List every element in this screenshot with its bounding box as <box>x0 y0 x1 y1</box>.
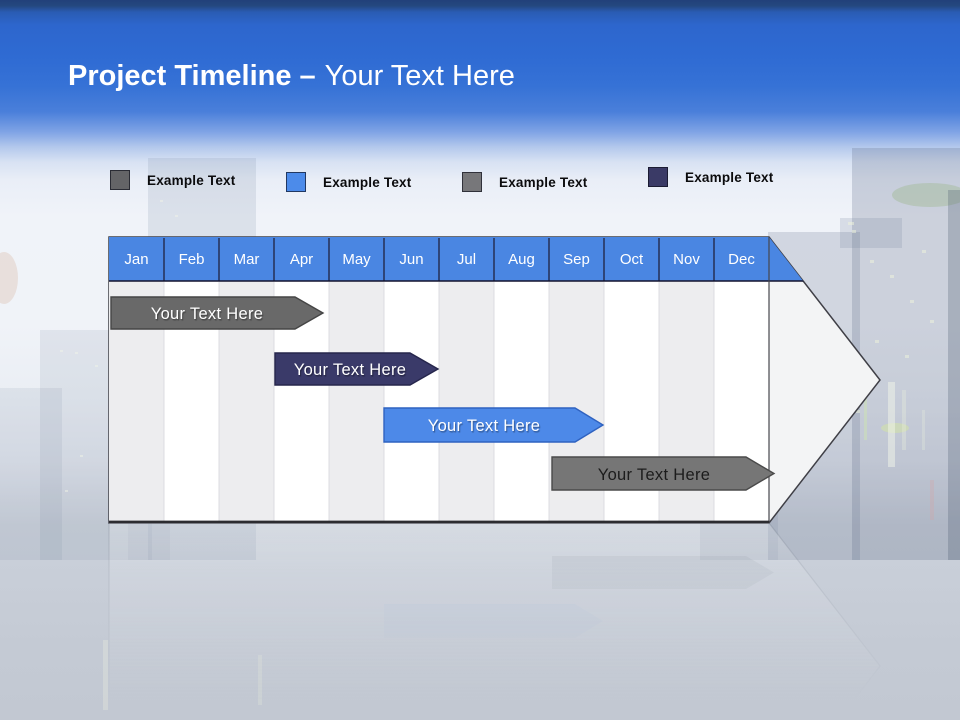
legend-item-3: Example Text <box>462 172 587 192</box>
month-label: Aug <box>508 251 535 268</box>
gantt-bar-1-label: Your Text Here <box>151 305 263 323</box>
month-label: Jul <box>457 251 476 268</box>
month-header-band <box>109 237 810 281</box>
gantt-bar-2-label: Your Text Here <box>294 361 406 379</box>
legend-swatch-gray-1 <box>110 170 130 190</box>
timeline-reflection <box>108 522 881 720</box>
month-label: Dec <box>728 251 755 268</box>
legend-swatch-gray-2 <box>462 172 482 192</box>
month-label: Oct <box>620 251 644 268</box>
title-light-text: Your Text Here <box>324 60 515 92</box>
month-label: Jan <box>124 251 148 268</box>
timeline-chart: Jan Feb Mar Apr May Jun Jul Aug Sep Oct … <box>108 236 881 524</box>
gantt-bar-4-label: Your Text Here <box>598 466 710 484</box>
legend-label: Example Text <box>685 169 774 185</box>
title-dash: – <box>299 60 316 92</box>
month-label: Apr <box>290 251 313 268</box>
header-cell-dividers <box>163 238 715 281</box>
gantt-bar-3-label: Your Text Here <box>428 417 540 435</box>
month-label: May <box>342 251 371 268</box>
month-label: Sep <box>563 251 590 268</box>
gantt-bar-3 <box>383 407 605 443</box>
page-title: Project Timeline–Your Text Here <box>68 60 515 93</box>
gantt-bar-2 <box>274 352 440 386</box>
legend-item-4: Example Text <box>648 167 773 187</box>
legend-swatch-navy <box>648 167 668 187</box>
gantt-bar-1 <box>110 296 325 330</box>
month-label: Mar <box>234 251 260 268</box>
month-label: Nov <box>673 251 700 268</box>
legend-item-2: Example Text <box>286 172 411 192</box>
legend-label: Example Text <box>147 172 236 188</box>
title-bold-text: Project Timeline <box>68 60 292 92</box>
gantt-bar-4 <box>551 456 776 491</box>
month-label: Jun <box>399 251 423 268</box>
legend-swatch-blue <box>286 172 306 192</box>
month-label: Feb <box>179 251 205 268</box>
legend-label: Example Text <box>499 174 588 190</box>
legend-item-1: Example Text <box>110 170 235 190</box>
legend-label: Example Text <box>323 174 412 190</box>
